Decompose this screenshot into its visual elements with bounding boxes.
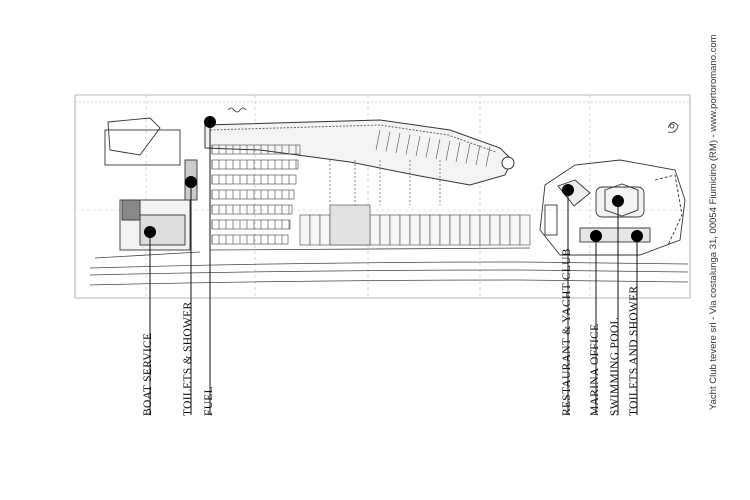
marker-swimming-pool (612, 195, 624, 207)
label-toilets-shower-west: TOILETS & SHOWER (182, 301, 194, 416)
berth (211, 204, 293, 215)
label-restaurant-yacht-club: RESTAURANT & YACHT CLUB (561, 248, 573, 416)
east-complex (539, 159, 686, 256)
berth (389, 214, 401, 246)
marker-toilets-shower-west (185, 176, 197, 188)
marker-boat-service (144, 226, 156, 238)
label-marina-office: MARINA OFFICE (589, 323, 601, 416)
berth (429, 214, 441, 246)
pontoon-line (465, 143, 471, 164)
berth (299, 214, 311, 246)
berth-pontoons (211, 129, 531, 246)
pontoon-line (425, 137, 431, 158)
pontoon-line (375, 129, 381, 151)
pontoon-line (415, 135, 421, 157)
location-markers (144, 116, 643, 242)
berth (459, 214, 471, 246)
label-fuel: FUEL (203, 386, 215, 416)
breakwater (204, 119, 515, 186)
berth (211, 219, 291, 230)
footer-address: Yacht Club tevere srl - Via costalunga 3… (708, 34, 719, 410)
pontoon-line (385, 131, 391, 152)
berth (309, 214, 321, 246)
berth (439, 214, 451, 246)
marker-marina-office (590, 230, 602, 242)
pontoon-line (445, 140, 451, 161)
berth (399, 214, 411, 246)
berth (509, 214, 521, 246)
berth (379, 214, 391, 246)
marker-fuel (204, 116, 216, 128)
marker-restaurant-yacht-club (562, 184, 574, 196)
berth (211, 234, 289, 245)
berth (489, 214, 501, 246)
berth (369, 214, 381, 246)
berth (519, 214, 531, 246)
berth (449, 214, 461, 246)
marker-toilets-shower-east (631, 230, 643, 242)
pontoon-line (475, 144, 481, 166)
berth (409, 214, 421, 246)
leader-lines (149, 122, 638, 415)
wave-mark (227, 107, 247, 113)
quay-road (89, 247, 689, 286)
berth (469, 214, 481, 246)
berth (479, 214, 491, 246)
pontoon-line (395, 132, 401, 154)
label-toilets-shower-east: TOILETS AND SHOWER (628, 285, 640, 416)
pontoon-line (455, 141, 461, 163)
berth (419, 214, 431, 246)
pontoon-line (405, 134, 411, 155)
berth (319, 214, 331, 246)
berth (329, 204, 371, 246)
label-boat-service: BOAT SERVICE (142, 332, 154, 416)
berth (499, 214, 511, 246)
pontoon-line (435, 138, 441, 160)
pontoon-line (485, 146, 491, 167)
label-swimming-pool: SWIMMING POOL (609, 317, 621, 416)
compass-mark (667, 122, 679, 133)
